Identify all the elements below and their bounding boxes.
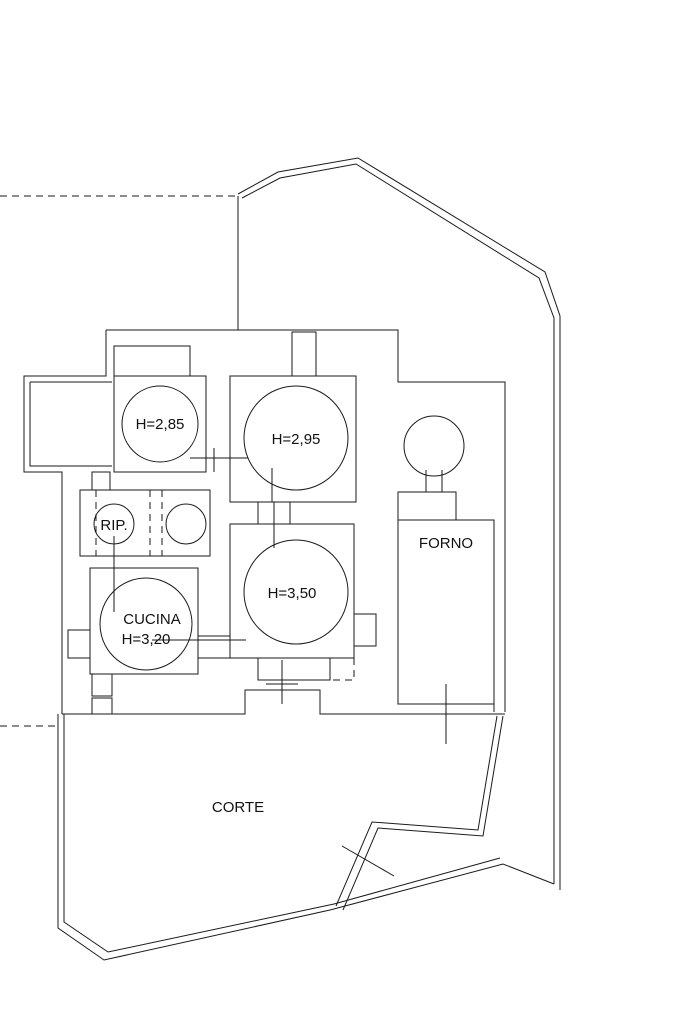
room-center: H=3,50 <box>229 501 377 681</box>
storage-room-label: RIP. <box>100 517 127 534</box>
entrance-opening <box>266 660 298 704</box>
oven-room: FORNO <box>397 415 495 744</box>
outer-lot-wall <box>237 157 561 890</box>
courtyard-label: CORTE <box>212 799 264 816</box>
courtyard: CORTE <box>212 799 264 816</box>
room-top-left-height: H=2,85 <box>136 416 185 433</box>
kitchen: CUCINA H=3,20 <box>67 536 246 715</box>
oven-room-label: FORNO <box>419 535 473 552</box>
storage-room: RIP. <box>79 471 211 557</box>
kitchen-height: H=3,20 <box>122 631 171 648</box>
room-center-height: H=3,50 <box>268 585 317 602</box>
courtyard-wall <box>57 714 555 961</box>
room-top-left: H=2,85 <box>113 345 248 473</box>
room-top-center-height: H=2,95 <box>272 431 321 448</box>
building-outline <box>23 329 506 715</box>
kitchen-label: CUCINA <box>123 611 181 628</box>
room-top-center: H=2,95 <box>229 331 357 503</box>
property-boundary-lines <box>0 195 238 727</box>
